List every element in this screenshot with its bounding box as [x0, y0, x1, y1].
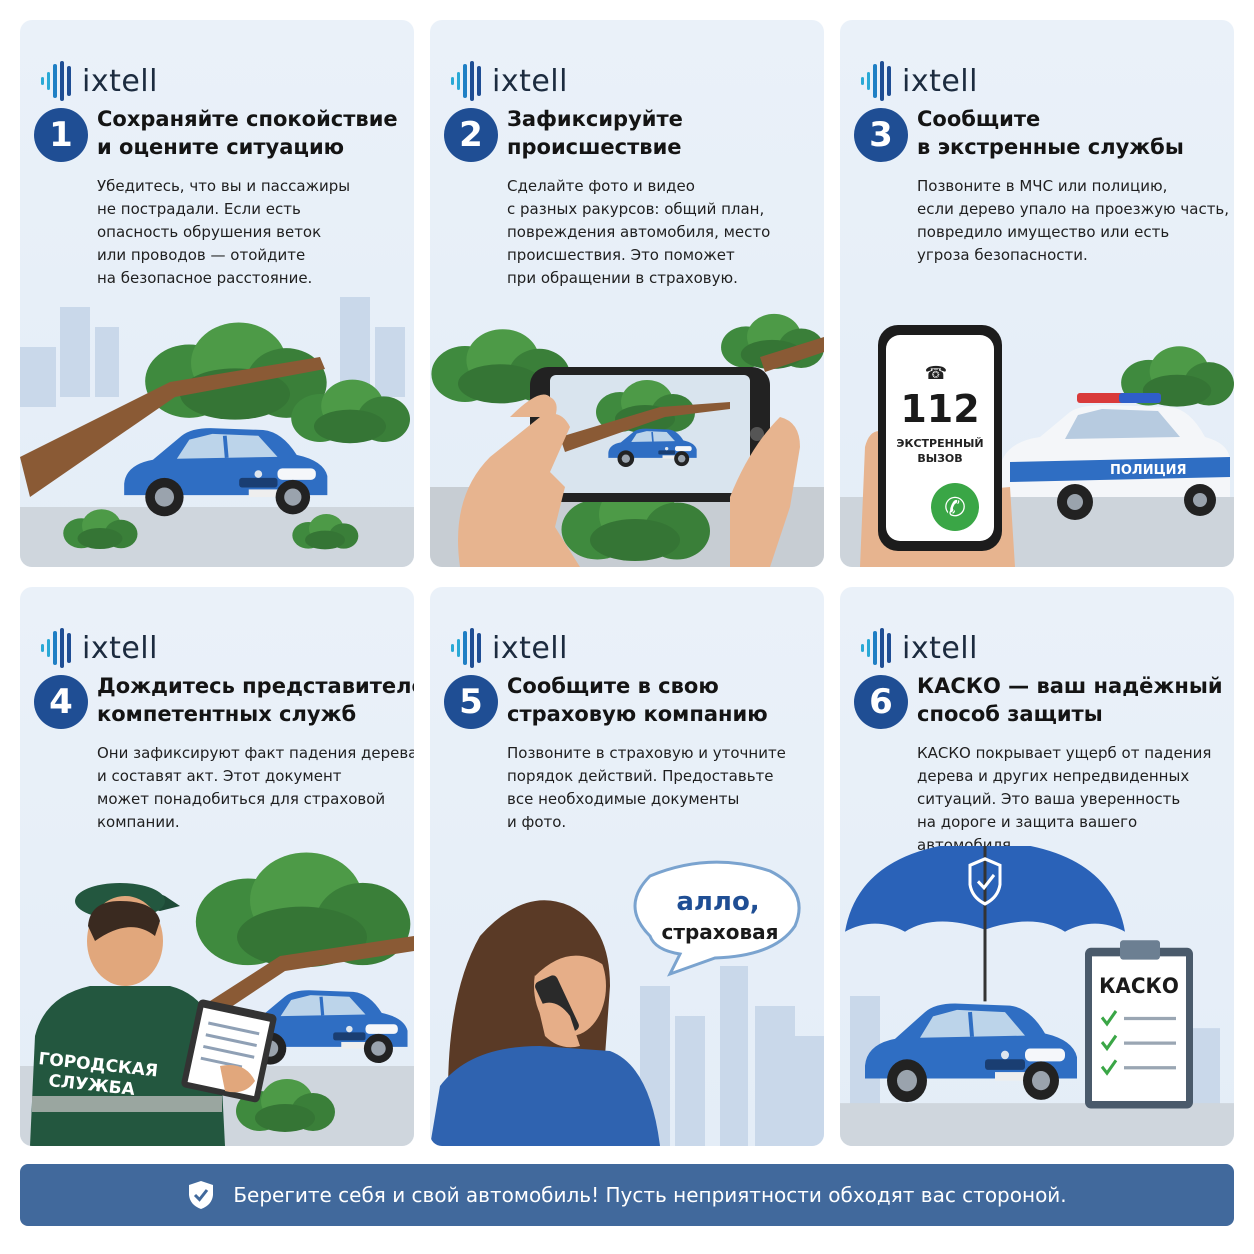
step-number: 1: [34, 108, 88, 162]
logo-wave-icon: [860, 60, 900, 102]
speech-text: алло,: [676, 887, 759, 917]
brand-logo: ixtell: [450, 627, 568, 669]
step-description: Позвоните в МЧС или полицию,если дерево …: [917, 177, 1230, 264]
phone-label: ЭКСТРЕННЫЙ: [896, 437, 983, 450]
city-service-worker-illustration: ГОРОДСКАЯ СЛУЖБА: [20, 846, 414, 1146]
brand-logo: ixtell: [40, 60, 158, 102]
step-number: 5: [444, 675, 498, 729]
woman-on-phone-illustration: алло, страховая: [430, 846, 824, 1146]
brand-name: ixtell: [82, 63, 158, 99]
police-label: ПОЛИЦИЯ: [1110, 463, 1187, 478]
step-number: 2: [444, 108, 498, 162]
logo-wave-icon: [860, 627, 900, 669]
logo-wave-icon: [450, 627, 490, 669]
brand-logo: ixtell: [40, 627, 158, 669]
brand-name: ixtell: [902, 63, 978, 99]
logo-wave-icon: [450, 60, 490, 102]
phone-number: 112: [900, 387, 979, 431]
step-number: 3: [854, 108, 908, 162]
clipboard-label: КАСКО: [1099, 973, 1179, 998]
brand-logo: ixtell: [450, 60, 568, 102]
logo-wave-icon: [40, 60, 80, 102]
step-number: 6: [854, 675, 908, 729]
smartphone-photo-illustration: [430, 297, 824, 567]
svg-text:✆: ✆: [944, 493, 966, 523]
fallen-tree-on-car-illustration: [20, 297, 414, 567]
speech-text: страховая: [662, 920, 779, 944]
svg-text:☎: ☎: [925, 363, 947, 384]
brand-name: ixtell: [492, 63, 568, 99]
brand-name: ixtell: [902, 630, 978, 666]
step-number: 4: [34, 675, 88, 729]
shield-check-icon: [187, 1179, 215, 1211]
footer-banner: Берегите себя и свой автомобиль! Пусть н…: [20, 1164, 1234, 1226]
brand-logo: ixtell: [860, 60, 978, 102]
banner-text: Берегите себя и свой автомобиль! Пусть н…: [233, 1183, 1067, 1207]
emergency-call-illustration: ПОЛИЦИЯ ☎ 112 ЭКСТРЕННЫЙ ВЫЗОВ ✆: [840, 297, 1234, 567]
brand-name: ixtell: [492, 630, 568, 666]
phone-label: ВЫЗОВ: [917, 452, 962, 465]
logo-wave-icon: [40, 627, 80, 669]
umbrella-car-kasko-illustration: КАСКО: [840, 846, 1234, 1146]
brand-name: ixtell: [82, 630, 158, 666]
brand-logo: ixtell: [860, 627, 978, 669]
